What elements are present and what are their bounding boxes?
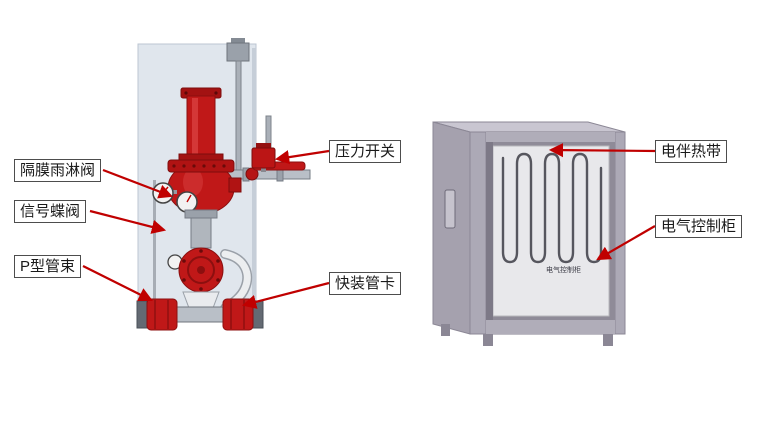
cabinet-hinge-column bbox=[469, 131, 487, 335]
callout-electric-heat-tracing: 电伴热带 bbox=[655, 140, 728, 163]
mid-flange bbox=[184, 209, 218, 219]
ball-valve bbox=[245, 167, 259, 181]
butterfly-valve bbox=[167, 247, 224, 293]
cabinet-door-handle bbox=[444, 189, 456, 229]
trim-pipe-1 bbox=[235, 60, 242, 174]
cabinet-bottom-rail bbox=[486, 320, 615, 334]
control-cabinet-illustration: 电气控制柜 bbox=[432, 121, 626, 346]
callout-pressure-switch: 压力开关 bbox=[329, 140, 402, 163]
callout-diaphragm-deluge-valve: 隔膜雨淋阀 bbox=[14, 159, 102, 182]
cabinet-foot-3 bbox=[441, 324, 450, 336]
cabinet-nameplate: 电气控制柜 bbox=[546, 265, 581, 274]
deluge-valve-illustration bbox=[136, 38, 311, 331]
callout-p-type-pipe-bundle: P型管束 bbox=[14, 255, 82, 278]
top-fitting bbox=[226, 42, 250, 62]
quick-clamp-right bbox=[222, 298, 254, 331]
cabinet-foot-2 bbox=[603, 334, 613, 346]
callout-electrical-control-cabinet: 电气控制柜 bbox=[655, 215, 743, 238]
top-fitting-cap bbox=[231, 38, 245, 44]
callout-signal-butterfly-valve: 信号蝶阀 bbox=[14, 200, 87, 223]
cabinet-top-rail bbox=[486, 132, 615, 142]
cabinet-right-column bbox=[614, 131, 626, 335]
pressure-gauge-2 bbox=[176, 191, 198, 213]
funnel bbox=[182, 291, 220, 309]
callout-quick-install-pipe-clamp: 快装管卡 bbox=[329, 272, 402, 295]
quick-clamp-left bbox=[146, 298, 178, 331]
support-rod bbox=[153, 180, 156, 308]
cabinet-foot-1 bbox=[483, 334, 493, 346]
mid-pipe bbox=[190, 217, 212, 249]
cabinet-inner-shadow bbox=[486, 142, 493, 320]
bottom-pipe-assembly bbox=[136, 298, 264, 331]
cabinet-inner-panel bbox=[492, 145, 610, 317]
riser-pipe bbox=[178, 87, 224, 164]
